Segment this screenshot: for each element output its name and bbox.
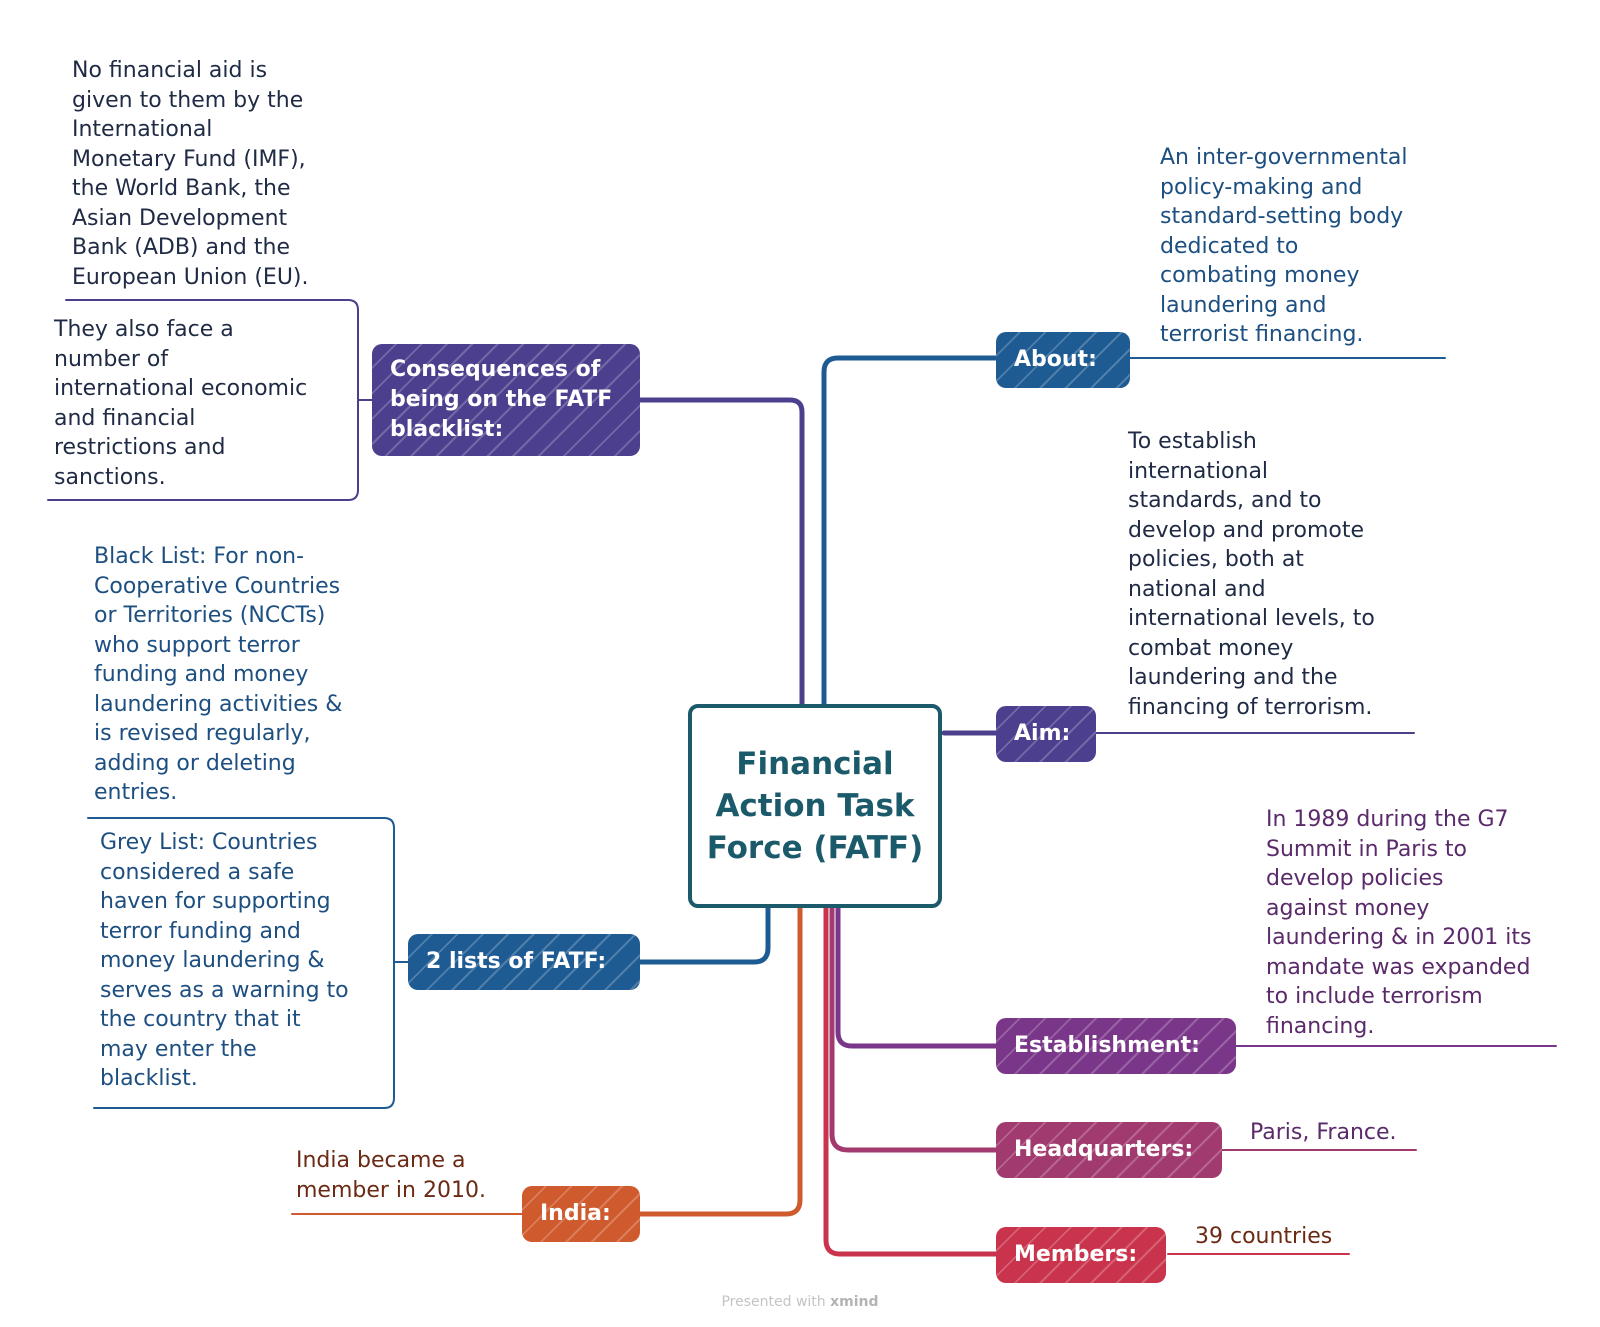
leaf-grey-list-text: Grey List: Countries considered a safe h…	[100, 830, 349, 1091]
bracket-lists	[87, 817, 409, 1109]
connector-lists	[637, 903, 771, 965]
xmind-logo-text: xmind	[830, 1294, 879, 1310]
leaf-about-text: An inter-governmental policy-making and …	[1160, 145, 1408, 347]
connector-members	[823, 903, 999, 1257]
branch-about-label: About:	[1014, 347, 1097, 372]
bracket-consequences	[47, 299, 373, 501]
branch-aim-label: Aim:	[1014, 721, 1071, 746]
branch-headquarters[interactable]: Headquarters:	[996, 1122, 1222, 1178]
footer-credit: Presented with xmind	[0, 1294, 1600, 1310]
branch-aim[interactable]: Aim:	[996, 706, 1096, 762]
branch-establishment-label: Establishment:	[1014, 1033, 1200, 1058]
leaf-consequences-sanctions-text: They also face a number of international…	[54, 317, 308, 490]
connector-india	[637, 903, 803, 1217]
footer-prefix: Presented with	[721, 1294, 826, 1310]
branch-india-label: India:	[540, 1201, 611, 1226]
leaf-headquarters-text: Paris, France.	[1250, 1120, 1397, 1145]
branch-india[interactable]: India:	[522, 1186, 640, 1242]
leaf-india-text: India became a member in 2010.	[296, 1148, 486, 1203]
branch-consequences[interactable]: Consequences of being on the FATF blackl…	[372, 344, 640, 456]
leaf-aim-text: To establish international standards, an…	[1128, 429, 1375, 720]
connector-about	[821, 355, 999, 713]
leaf-members-text: 39 countries	[1195, 1224, 1333, 1249]
leaf-establishment-text: In 1989 during the G7 Summit in Paris to…	[1266, 807, 1532, 1039]
branch-consequences-label: Consequences of being on the FATF blackl…	[390, 357, 613, 442]
branch-headquarters-label: Headquarters:	[1014, 1137, 1194, 1162]
branch-lists[interactable]: 2 lists of FATF:	[408, 934, 640, 990]
branch-members[interactable]: Members:	[996, 1227, 1166, 1283]
central-topic[interactable]: Financial Action Task Force (FATF)	[688, 704, 942, 908]
branch-members-label: Members:	[1014, 1242, 1138, 1267]
connector-establishment	[835, 903, 999, 1049]
connector-consequences	[637, 397, 805, 709]
branch-about[interactable]: About:	[996, 332, 1130, 388]
branch-establishment[interactable]: Establishment:	[996, 1018, 1236, 1074]
leaf-black-list-text: Black List: For non- Cooperative Countri…	[94, 544, 343, 805]
connector-headquarters	[829, 903, 999, 1153]
leaf-consequences-aid-text: No financial aid is given to them by the…	[72, 58, 309, 290]
central-topic-title: Financial Action Task Force (FATF)	[706, 746, 924, 866]
branch-lists-label: 2 lists of FATF:	[426, 949, 607, 974]
